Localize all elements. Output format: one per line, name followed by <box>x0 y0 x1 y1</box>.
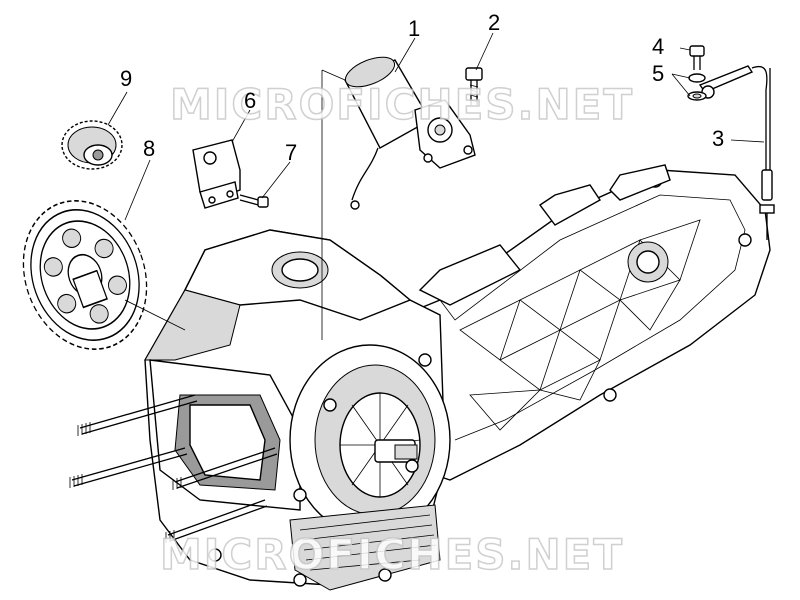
bracket-part-6 <box>192 139 241 209</box>
watermark-bottom: MICROFICHES.NET <box>159 529 624 580</box>
pinion-gear-part-9 <box>61 120 123 170</box>
crankcase <box>144 164 771 591</box>
callout-1: 1 <box>408 16 421 41</box>
washers-part-5 <box>687 73 707 101</box>
callout-5: 5 <box>652 61 665 86</box>
leader-lines <box>107 32 765 340</box>
driven-gear-part-8 <box>22 200 148 350</box>
bolt-part-2 <box>465 67 483 105</box>
starter-motor <box>344 56 476 210</box>
callout-8: 8 <box>143 136 156 161</box>
watermark-top: MICROFICHES.NET <box>169 79 634 130</box>
callout-2: 2 <box>488 10 501 35</box>
callout-3: 3 <box>712 126 725 151</box>
callout-4: 4 <box>652 34 665 59</box>
screw-part-7 <box>239 194 269 208</box>
callout-9: 9 <box>120 66 133 91</box>
screw-part-4 <box>689 45 705 70</box>
cable-part-3 <box>698 65 775 240</box>
cylinder-studs <box>69 394 278 543</box>
callout-7: 7 <box>285 140 298 165</box>
callout-6: 6 <box>244 88 257 113</box>
